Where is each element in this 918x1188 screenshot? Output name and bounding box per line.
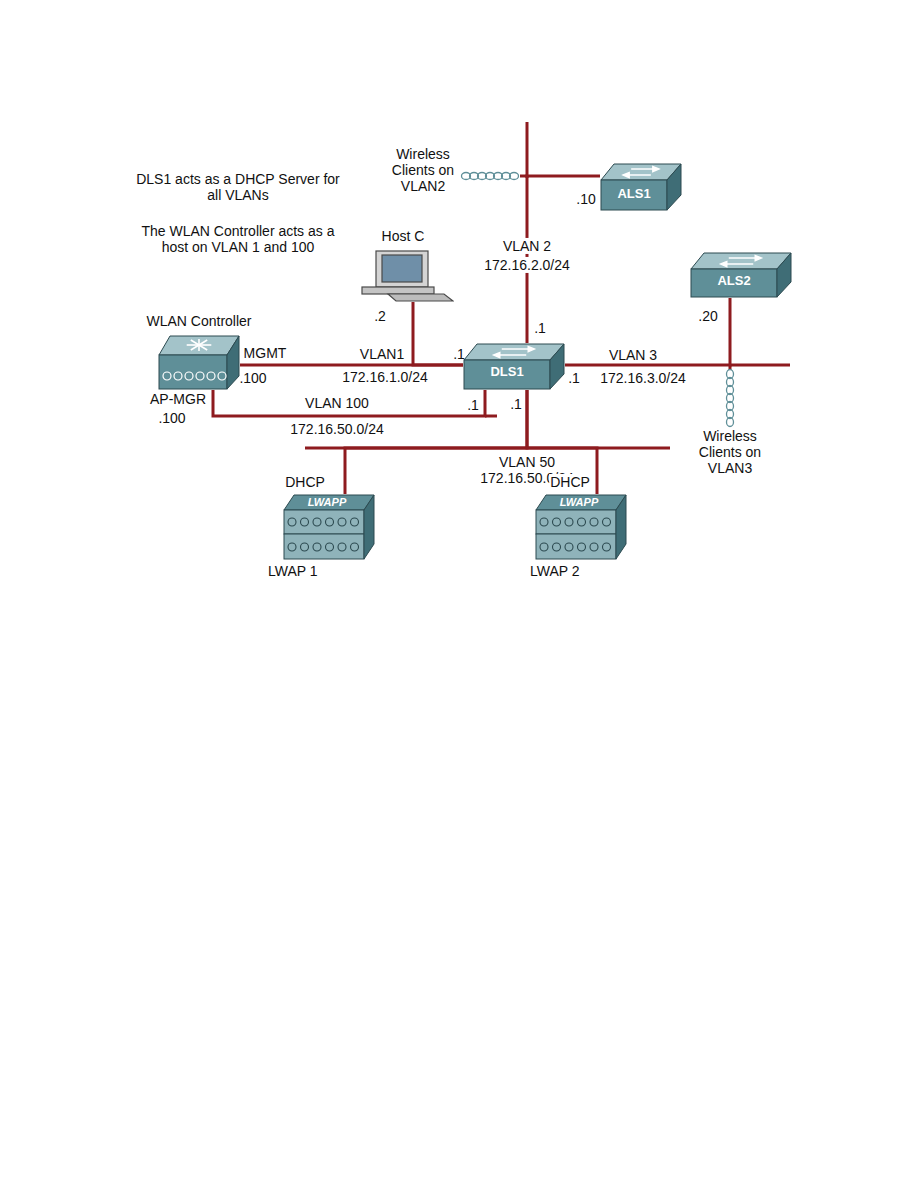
network-label: MGMT — [243, 345, 288, 361]
network-label: 172.16.1.0/24 — [341, 369, 429, 385]
vlan100-bus — [485, 415, 497, 418]
device-name: LWAPP — [291, 494, 363, 510]
device-name: LWAP 2 — [530, 563, 580, 579]
network-label: .10 — [575, 191, 596, 207]
access-switch: ALS1 — [600, 163, 682, 211]
network-link — [565, 298, 730, 365]
network-label: 172.16.3.0/24 — [599, 370, 687, 386]
wlan-controller: WLAN Controller — [158, 335, 240, 390]
network-label: .100 — [157, 410, 186, 426]
host-pc-icon — [352, 250, 454, 302]
device-name: WLAN Controller — [146, 313, 251, 329]
device-name: Host C — [382, 228, 425, 244]
network-label: VLAN 50 — [498, 454, 556, 470]
device-name: ALS2 — [691, 274, 777, 289]
wireless-symbol — [462, 173, 519, 180]
access-point: LWAPPLWAP 1 — [283, 494, 375, 560]
access-point: LWAPPLWAP 2 — [535, 494, 627, 560]
network-link — [240, 364, 463, 367]
network-label: Wireless Clients on VLAN2 — [386, 146, 460, 194]
network-label: .2 — [373, 308, 387, 324]
network-label: DHCP — [284, 474, 326, 490]
vlan3-bus — [730, 364, 790, 367]
network-label: VLAN 3 — [608, 347, 658, 363]
network-link — [213, 390, 485, 416]
device-name: LWAPP — [543, 494, 615, 510]
distribution-switch: DLS1 — [463, 343, 565, 390]
wireless-symbol — [727, 370, 734, 427]
network-label: .1 — [533, 320, 547, 336]
access-switch: ALS2 — [690, 252, 792, 298]
host-pc: Host C — [352, 250, 454, 302]
network-label: .1 — [509, 396, 523, 412]
network-label: .20 — [697, 308, 718, 324]
wlan-controller-icon — [158, 335, 240, 390]
network-label: VLAN1 — [359, 346, 405, 362]
device-name: ALS1 — [601, 187, 667, 202]
network-label: Wireless Clients on VLAN3 — [693, 428, 767, 476]
vlan2-bus — [526, 122, 529, 178]
network-label: AP-MGR — [149, 391, 207, 407]
network-label: .1 — [466, 397, 480, 413]
device-name: DLS1 — [464, 365, 550, 380]
device-name: LWAP 1 — [268, 563, 318, 579]
network-label: .100 — [238, 370, 267, 386]
network-label: DLS1 acts as a DHCP Server for all VLANs — [135, 171, 342, 203]
network-label: 172.16.2.0/24 — [483, 257, 571, 273]
network-label: DHCP — [549, 474, 591, 490]
network-label: The WLAN Controller acts as a host on VL… — [135, 223, 342, 255]
network-label: VLAN 100 — [304, 395, 370, 411]
network-label: .1 — [567, 370, 581, 386]
network-label: 172.16.50.0/24 — [289, 421, 384, 437]
network-label: VLAN 2 — [502, 238, 552, 254]
